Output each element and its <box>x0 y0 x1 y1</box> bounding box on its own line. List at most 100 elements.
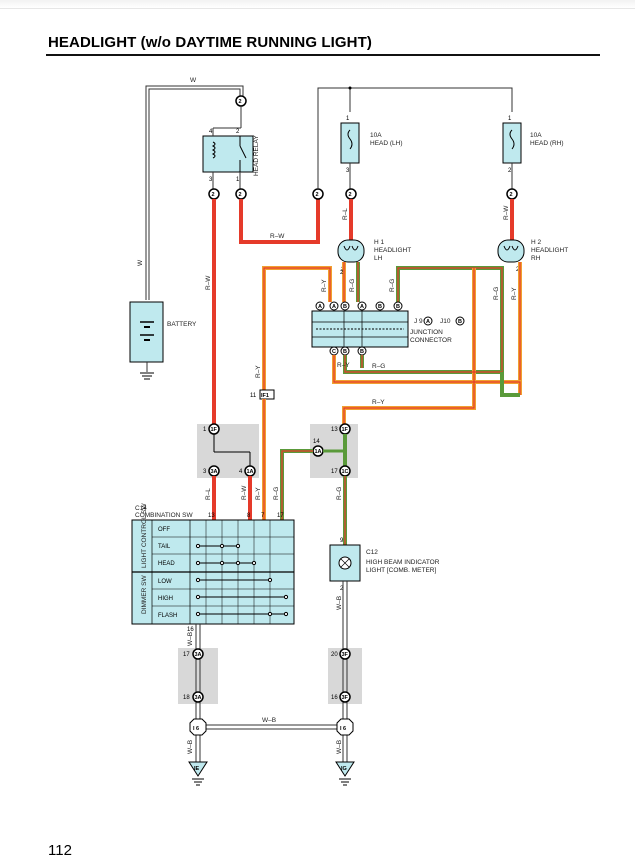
svg-text:13: 13 <box>331 427 338 433</box>
svg-text:B: B <box>458 319 462 325</box>
svg-text:J10: J10 <box>440 318 451 325</box>
svg-text:HEADLIGHT: HEADLIGHT <box>531 247 568 254</box>
svg-text:W–B: W–B <box>336 740 343 754</box>
svg-text:R–Y: R–Y <box>511 287 518 300</box>
svg-text:A: A <box>332 304 336 310</box>
svg-text:R–G: R–G <box>273 487 280 500</box>
svg-text:LH: LH <box>374 255 383 262</box>
svg-text:OFF: OFF <box>158 527 170 533</box>
svg-text:W–B: W–B <box>336 596 343 610</box>
svg-text:A: A <box>318 304 322 310</box>
svg-text:2: 2 <box>340 586 344 592</box>
switch-rows: OFF TAIL HEAD LOW HIGH FLASH <box>158 527 177 619</box>
svg-text:17: 17 <box>183 652 190 658</box>
svg-text:13: 13 <box>208 513 215 519</box>
svg-text:R–Y: R–Y <box>255 487 262 500</box>
svg-text:C12: C12 <box>366 549 378 556</box>
svg-text:R–W: R–W <box>503 205 510 220</box>
headlight-lh <box>337 239 365 263</box>
svg-text:R–W: R–W <box>241 485 248 500</box>
wire-label-w-top: W <box>190 77 197 84</box>
svg-text:LOW: LOW <box>158 579 172 585</box>
svg-text:HIGH: HIGH <box>158 596 173 602</box>
svg-text:3F: 3F <box>342 652 349 658</box>
svg-text:W–B: W–B <box>187 740 194 754</box>
svg-text:1: 1 <box>508 116 512 122</box>
svg-text:10A: 10A <box>530 132 542 139</box>
battery <box>129 301 164 363</box>
svg-text:HIGH BEAM INDICATOR: HIGH BEAM INDICATOR <box>366 559 440 566</box>
svg-text:CONNECTOR: CONNECTOR <box>410 337 452 344</box>
svg-text:1A: 1A <box>247 469 254 475</box>
svg-text:9: 9 <box>340 538 344 544</box>
svg-text:C: C <box>332 349 336 355</box>
connector-3f-gnd <box>339 648 351 660</box>
svg-text:17: 17 <box>277 513 284 519</box>
svg-text:1: 1 <box>236 177 240 183</box>
svg-text:H 1: H 1 <box>374 239 385 246</box>
svg-text:4: 4 <box>209 129 213 135</box>
svg-text:C14: C14 <box>135 505 147 512</box>
battery-label: BATTERY <box>167 321 197 328</box>
switch-terminal-labels: 13 8 7 17 <box>208 513 284 519</box>
svg-text:A: A <box>360 304 364 310</box>
svg-text:2: 2 <box>340 270 344 276</box>
svg-text:11: 11 <box>250 393 257 399</box>
svg-text:3A: 3A <box>195 695 202 701</box>
svg-text:2: 2 <box>239 192 242 198</box>
svg-text:1F: 1F <box>211 427 218 433</box>
svg-text:LIGHT [COMB. METER]: LIGHT [COMB. METER] <box>366 567 436 574</box>
connector-3a-gnd <box>192 648 204 660</box>
svg-text:3: 3 <box>203 469 207 475</box>
svg-text:3: 3 <box>346 168 350 174</box>
ground-ie-icon <box>188 761 208 777</box>
svg-text:B: B <box>343 304 347 310</box>
svg-text:COMBINATION SW: COMBINATION SW <box>135 512 194 519</box>
junction-pins-top: A A B A B B <box>315 301 403 311</box>
svg-text:J 9: J 9 <box>414 318 423 325</box>
svg-text:17: 17 <box>331 469 338 475</box>
svg-text:14: 14 <box>313 439 320 445</box>
svg-text:W–B: W–B <box>262 717 276 724</box>
svg-text:2: 2 <box>316 192 319 198</box>
svg-text:16: 16 <box>187 627 194 633</box>
switch-contacts <box>195 543 289 617</box>
ground-ig-icon <box>335 761 355 777</box>
svg-text:1: 1 <box>203 427 207 433</box>
page-number: 112 <box>48 842 72 859</box>
connector-if1 <box>259 389 275 400</box>
title-rule <box>46 54 600 56</box>
svg-text:2: 2 <box>349 192 352 198</box>
ground-battery-icon <box>140 372 154 380</box>
svg-text:I 6: I 6 <box>340 726 346 732</box>
svg-text:1: 1 <box>346 116 350 122</box>
svg-text:R–G: R–G <box>493 287 500 300</box>
svg-text:4: 4 <box>239 469 243 475</box>
viewer-top-bar <box>0 0 635 9</box>
svg-text:I 6: I 6 <box>193 726 199 732</box>
svg-text:LIGHT CONTROL SW: LIGHT CONTROL SW <box>141 502 148 568</box>
svg-text:B: B <box>343 349 347 355</box>
svg-text:R–L: R–L <box>342 208 349 220</box>
svg-text:IF1: IF1 <box>261 393 269 399</box>
svg-text:20: 20 <box>331 652 338 658</box>
svg-text:R–L: R–L <box>205 488 212 500</box>
svg-text:B: B <box>378 304 382 310</box>
rw-wire-horizontal <box>239 199 320 244</box>
svg-text:HEAD (RH): HEAD (RH) <box>530 140 564 147</box>
svg-text:1C: 1C <box>342 469 349 475</box>
headlight-rh <box>497 239 525 263</box>
svg-text:IE: IE <box>194 766 200 772</box>
svg-text:18: 18 <box>183 695 190 701</box>
svg-text:IG: IG <box>341 766 347 772</box>
svg-text:B: B <box>360 349 364 355</box>
svg-text:R–W: R–W <box>270 233 285 240</box>
svg-text:3A: 3A <box>195 652 202 658</box>
svg-text:R–W: R–W <box>205 275 212 290</box>
svg-text:3A: 3A <box>211 469 218 475</box>
svg-text:R–Y: R–Y <box>255 365 262 378</box>
svg-text:W–B: W–B <box>187 632 194 646</box>
page-title: HEADLIGHT (w/o DAYTIME RUNNING LIGHT) <box>48 34 372 51</box>
